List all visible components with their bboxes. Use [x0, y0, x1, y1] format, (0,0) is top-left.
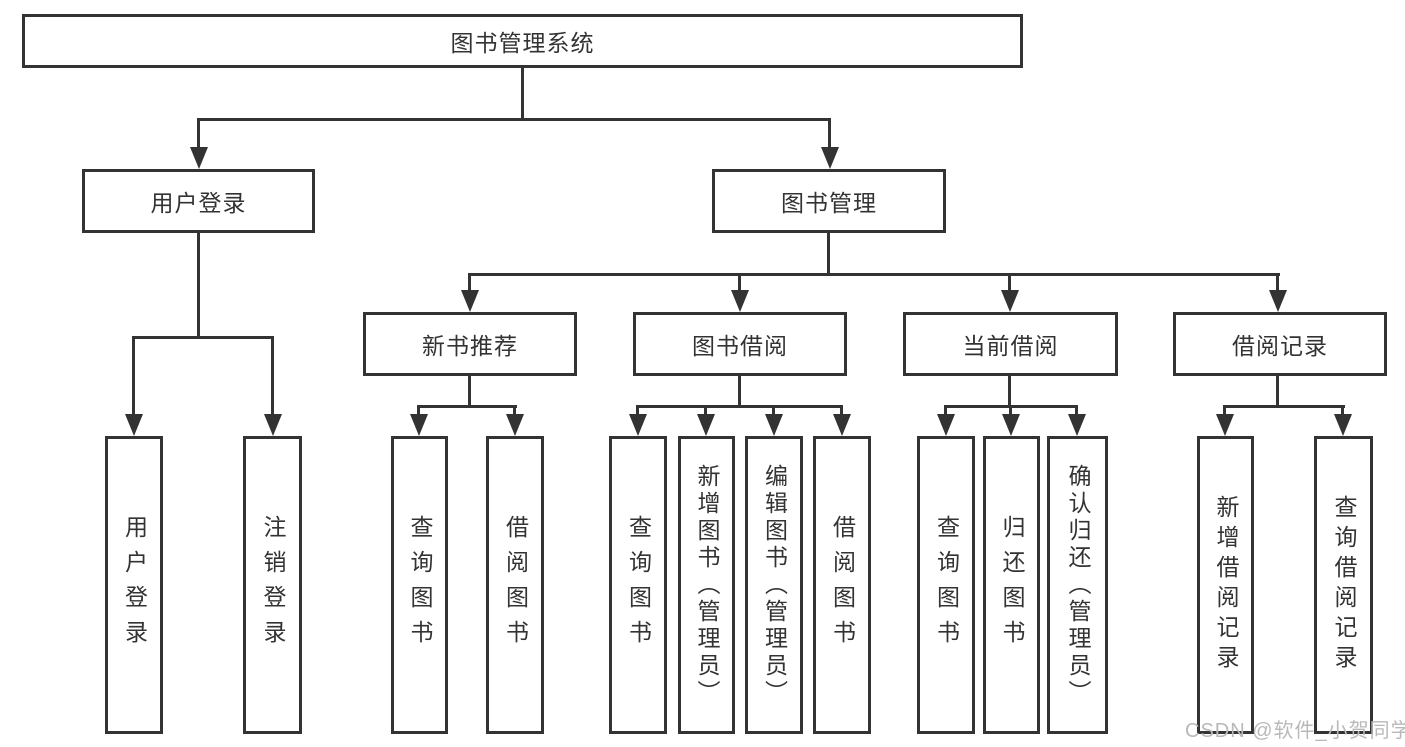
arrow-down-icon: [461, 290, 479, 312]
node-book-borrow: 图书借阅: [633, 312, 847, 376]
leaf-edit-book-admin: 编辑图书（管理员）: [745, 436, 803, 734]
arrow-down-icon: [731, 290, 749, 312]
leaf-borrow-books-recommend-label: 借阅图书: [502, 515, 529, 655]
node-new-book-recommend-label: 新书推荐: [422, 333, 518, 359]
connector-line: [513, 405, 516, 414]
arrow-down-icon: [833, 414, 851, 436]
connector-line: [521, 68, 524, 118]
node-user-login: 用户登录: [82, 169, 315, 233]
leaf-query-books-recommend: 查询图书: [391, 436, 448, 734]
leaf-query-books-current-label: 查询图书: [933, 515, 960, 655]
node-new-book-recommend: 新书推荐: [363, 312, 577, 376]
leaf-user-login-label: 用户登录: [121, 515, 148, 655]
arrow-down-icon: [629, 414, 647, 436]
arrow-down-icon: [1002, 414, 1020, 436]
node-borrow-records: 借阅记录: [1173, 312, 1387, 376]
connector-line: [828, 118, 831, 147]
arrow-down-icon: [190, 147, 208, 169]
leaf-query-books-borrow: 查询图书: [609, 436, 667, 734]
connector-line: [132, 336, 274, 339]
connector-line: [636, 405, 639, 414]
connector-line: [197, 118, 831, 121]
arrow-down-icon: [821, 147, 839, 169]
leaf-borrow-books-recommend: 借阅图书: [486, 436, 544, 734]
leaf-query-books-current: 查询图书: [917, 436, 975, 734]
leaf-return-book: 归还图书: [983, 436, 1040, 734]
connector-line: [1276, 273, 1279, 290]
node-book-management-label: 图书管理: [781, 190, 877, 216]
arrow-down-icon: [937, 414, 955, 436]
connector-line: [132, 336, 135, 414]
node-user-login-label: 用户登录: [150, 190, 247, 216]
arrow-down-icon: [506, 414, 524, 436]
connector-line: [827, 233, 830, 273]
leaf-query-borrow-record-label: 查询借阅记录: [1331, 495, 1357, 675]
arrow-down-icon: [697, 414, 715, 436]
node-book-management: 图书管理: [712, 169, 946, 233]
node-borrow-records-label: 借阅记录: [1232, 333, 1328, 359]
leaf-add-book-admin-label: 新增图书（管理员）: [694, 463, 720, 707]
leaf-confirm-return-admin: 确认归还（管理员）: [1047, 436, 1108, 734]
leaf-add-borrow-record: 新增借阅记录: [1197, 436, 1254, 734]
leaf-add-book-admin: 新增图书（管理员）: [678, 436, 735, 734]
connector-line: [1008, 273, 1011, 290]
connector-line: [636, 405, 842, 408]
leaf-borrow-books-borrow: 借阅图书: [813, 436, 871, 734]
leaf-confirm-return-admin-label: 确认归还（管理员）: [1065, 463, 1091, 707]
connector-line: [417, 405, 517, 408]
leaf-return-book-label: 归还图书: [999, 515, 1025, 655]
connector-line: [772, 405, 775, 414]
leaf-query-borrow-record: 查询借阅记录: [1314, 436, 1373, 734]
arrow-down-icon: [410, 414, 428, 436]
connector-line: [1223, 405, 1226, 414]
connector-line: [840, 405, 843, 414]
leaf-user-login: 用户登录: [105, 436, 163, 734]
arrow-down-icon: [125, 414, 143, 436]
arrow-down-icon: [1001, 290, 1019, 312]
connector-line: [738, 273, 741, 290]
node-root: 图书管理系统: [22, 14, 1023, 68]
node-book-borrow-label: 图书借阅: [692, 333, 788, 359]
leaf-logout-label: 注销登录: [260, 515, 286, 655]
connector-line: [1341, 405, 1344, 414]
connector-line: [704, 405, 707, 414]
leaf-logout: 注销登录: [243, 436, 302, 734]
connector-line: [197, 233, 200, 336]
arrow-down-icon: [264, 414, 282, 436]
connector-line: [417, 405, 420, 414]
connector-line: [1008, 376, 1011, 405]
arrow-down-icon: [1068, 414, 1086, 436]
connector-line: [1276, 376, 1279, 405]
connector-line: [468, 273, 471, 290]
arrow-down-icon: [1216, 414, 1234, 436]
watermark: CSDN @软件_小贺同学: [1185, 720, 1405, 742]
arrow-down-icon: [765, 414, 783, 436]
node-root-label: 图书管理系统: [450, 30, 595, 56]
connector-line: [1009, 405, 1012, 414]
leaf-borrow-books-borrow-label: 借阅图书: [829, 515, 856, 655]
arrow-down-icon: [1269, 290, 1287, 312]
connector-line: [1075, 405, 1078, 414]
leaf-edit-book-admin-label: 编辑图书（管理员）: [761, 463, 788, 707]
connector-line: [468, 273, 1280, 276]
node-current-borrow: 当前借阅: [903, 312, 1118, 376]
leaf-add-borrow-record-label: 新增借阅记录: [1213, 495, 1239, 675]
leaf-query-books-recommend-label: 查询图书: [407, 515, 433, 655]
connector-line: [944, 405, 947, 414]
connector-line: [197, 118, 200, 147]
node-current-borrow-label: 当前借阅: [962, 333, 1059, 359]
leaf-query-books-borrow-label: 查询图书: [625, 515, 652, 655]
connector-line: [1223, 405, 1345, 408]
connector-line: [271, 336, 274, 414]
connector-line: [738, 376, 741, 405]
connector-line: [468, 376, 471, 405]
arrow-down-icon: [1334, 414, 1352, 436]
